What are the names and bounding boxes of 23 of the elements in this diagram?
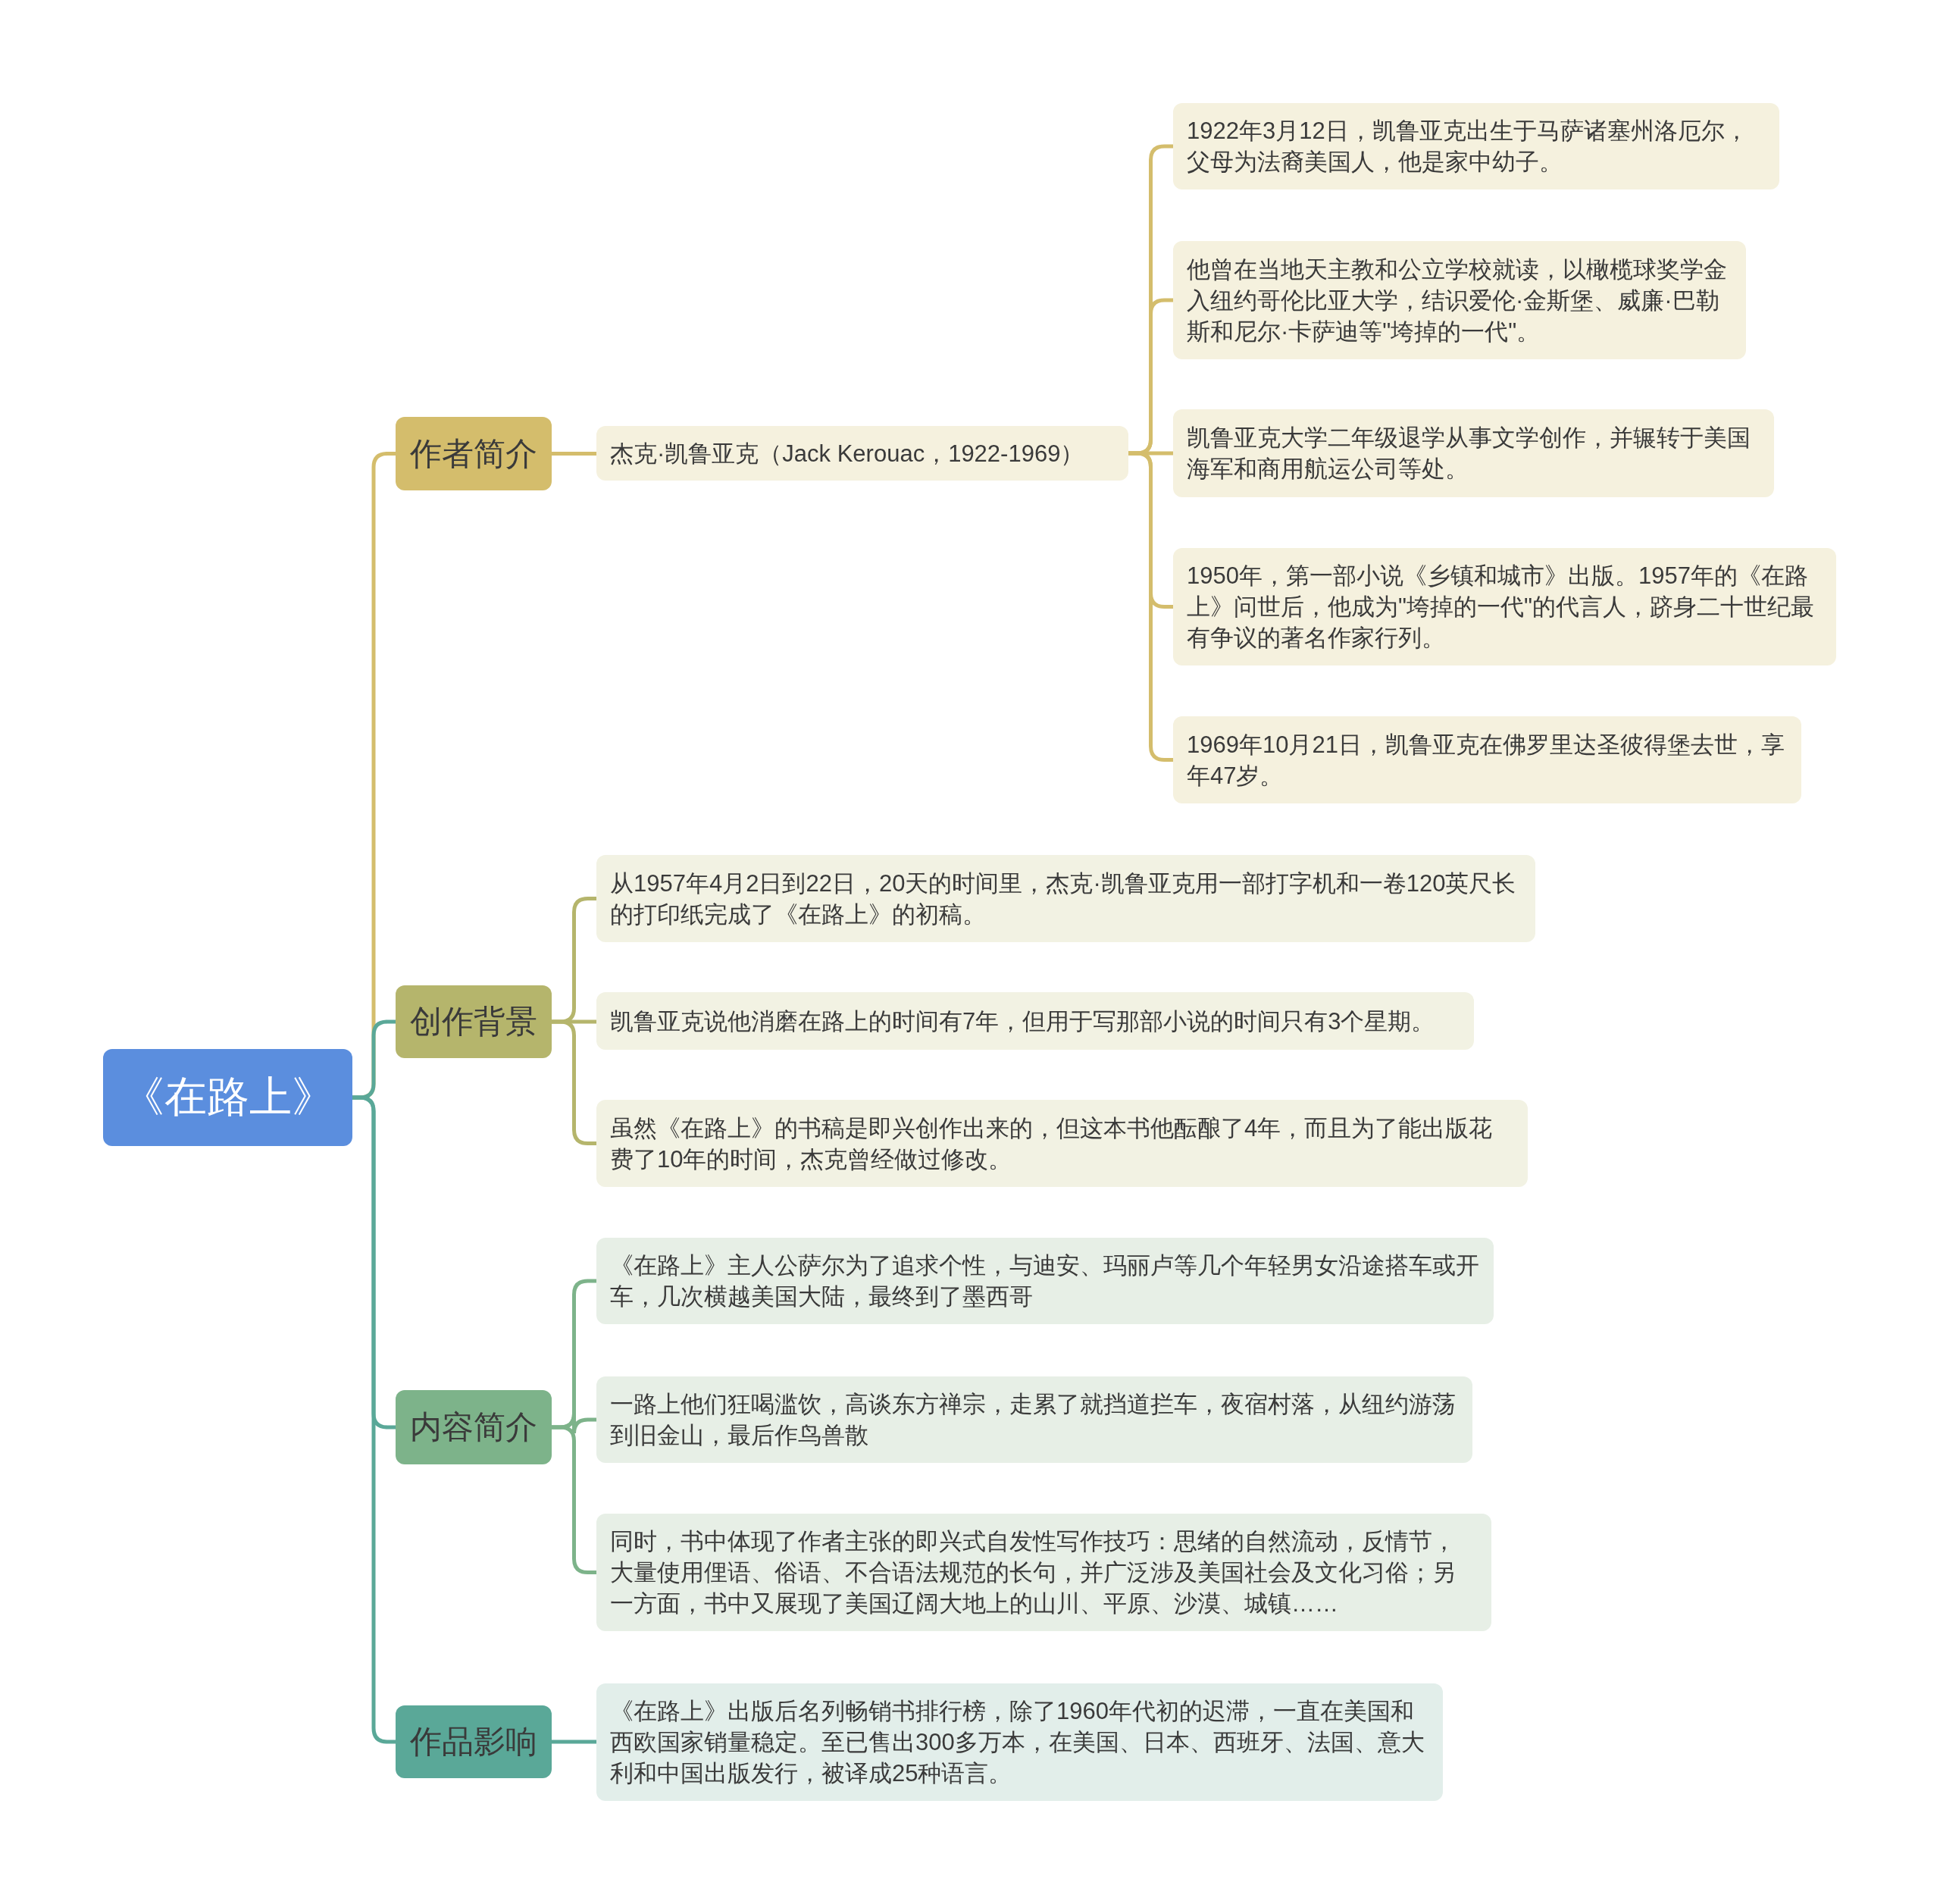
note-box: 凯鲁亚克大学二年级退学从事文学创作，并辗转于美国海军和商用航运公司等处。 xyxy=(1173,409,1774,497)
note-box: 凯鲁亚克说他消磨在路上的时间有7年，但用于写那部小说的时间只有3个星期。 xyxy=(596,992,1474,1050)
branch-box: 作者简介 xyxy=(396,417,552,490)
note-box: 1969年10月21日，凯鲁亚克在佛罗里达圣彼得堡去世，享年47岁。 xyxy=(1173,716,1801,803)
connector-line xyxy=(552,1019,596,1145)
connector-line xyxy=(352,1095,396,1744)
note-box: 《在路上》出版后名列畅销书排行榜，除了1960年代初的迟滞，一直在美国和西欧国家销量稳定。至已售出300多万本，在美国、日本、西班牙、法国、意大利和中国出版发行，被译成25种语言。 xyxy=(596,1683,1443,1801)
note-box: 《在路上》主人公萨尔为了追求个性，与迪安、玛丽卢等几个年轻男女沿途搭车或开车，几次横越美国大陆，最终到了墨西哥 xyxy=(596,1238,1494,1324)
branch-box: 内容简介 xyxy=(396,1390,552,1464)
branch-box: 作品影响 xyxy=(396,1705,552,1778)
connector-line xyxy=(552,452,596,456)
note-box: 1922年3月12日，凯鲁亚克出生于马萨诸塞州洛厄尔，父母为法裔美国人，他是家中幼子。 xyxy=(1173,103,1779,189)
branch-box: 创作背景 xyxy=(396,985,552,1058)
note-box: 同时，书中体现了作者主张的即兴式自发性写作技巧：思绪的自然流动，反情节，大量使用俚语、俗语、不合语法规范的长句，并广泛涉及美国社会及文化习俗；另一方面，书中又展现了美国辽阔大地上的山川、平原、沙漠、城镇…… xyxy=(596,1514,1491,1631)
note-box: 他曾在当地天主教和公立学校就读，以橄榄球奖学金入纽约哥伦比亚大学，结识爱伦·金斯堡、威廉·巴勒斯和尼尔·卡萨迪等"垮掉的一代"。 xyxy=(1173,241,1746,359)
note-box: 虽然《在路上》的书稿是即兴创作出来的，但这本书他酝酿了4年，而且为了能出版花费了10年的时间，杰克曾经做过修改。 xyxy=(596,1100,1528,1187)
note-box: 一路上他们狂喝滥饮，高谈东方禅宗，走累了就挡道拦车，夜宿村落，从纽约游荡到旧金山，最后作鸟兽散 xyxy=(596,1376,1472,1463)
topic-box: 《在路上》 xyxy=(103,1049,352,1146)
note-box: 从1957年4月2日到22日，20天的时间里，杰克·凯鲁亚克用一部打字机和一卷120英尺长的打印纸完成了《在路上》的初稿。 xyxy=(596,855,1535,942)
note-box: 1950年，第一部小说《乡镇和城市》出版。1957年的《在路上》问世后，他成为"垮掉的一代"的代言人，跻身二十世纪最有争议的著名作家行列。 xyxy=(1173,548,1836,665)
note-box: 杰克·凯鲁亚克（Jack Kerouac，1922-1969） xyxy=(596,426,1128,481)
connector-line xyxy=(552,1740,596,1744)
connector-line xyxy=(1128,451,1173,762)
